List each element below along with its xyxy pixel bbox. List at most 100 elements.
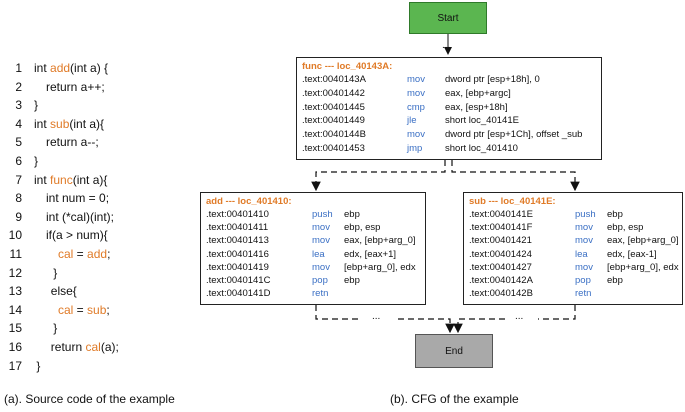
- asm-mnemonic: push: [575, 209, 596, 220]
- code-token: return: [50, 340, 86, 354]
- edge-add-end-tail: [398, 318, 455, 334]
- line-number: 5: [15, 135, 22, 150]
- ellipsis-sub: ...: [515, 311, 524, 322]
- highlighted-identifier: add: [50, 61, 71, 75]
- asm-row: .text:00401419 mov [ebp+arg_0], edx: [206, 262, 422, 274]
- code-token: int: [34, 172, 51, 187]
- asm-mnemonic: mov: [312, 261, 330, 273]
- asm-mnemonic: lea: [312, 248, 325, 260]
- asm-address: .text:0040142B: [469, 288, 533, 300]
- asm-mnemonic: mov: [575, 222, 593, 234]
- asm-row: .text:00401421 mov eax, [ebp+arg_0]: [469, 235, 679, 247]
- code-text: cal = sub;: [58, 302, 110, 318]
- edge-sub-end-tail: [453, 318, 505, 334]
- code-token: }: [34, 98, 39, 113]
- asm-operand: short loc_401410: [445, 143, 518, 154]
- asm-mnemonic: mov: [312, 222, 330, 234]
- asm-address: .text:0040141E: [469, 209, 533, 220]
- asm-mnemonic: pop: [575, 275, 591, 286]
- code-text: else{: [51, 283, 77, 299]
- code-token: return a--;: [46, 135, 99, 150]
- code-text: int func(int a){: [34, 172, 107, 188]
- asm-mnemonic: lea: [575, 248, 588, 260]
- asm-operand: edx, [eax+1]: [344, 248, 397, 260]
- code-token: }: [34, 154, 39, 168]
- asm-operand: eax, [esp+18h]: [445, 101, 508, 113]
- asm-mnemonic: mov: [575, 235, 593, 247]
- code-text: }: [36, 358, 40, 374]
- asm-mnemonic: retn: [575, 288, 592, 300]
- asm-row: .text:0040142B retn: [469, 288, 679, 300]
- ellipsis-add: ...: [372, 311, 381, 322]
- highlighted-identifier: sub: [87, 302, 107, 317]
- code-text: }: [34, 97, 38, 113]
- highlighted-identifier: cal: [58, 247, 74, 261]
- asm-mnemonic: retn: [312, 288, 329, 300]
- code-text: int add(int a) {: [34, 60, 108, 76]
- asm-address: .text:0040141F: [469, 222, 533, 234]
- highlighted-identifier: func: [50, 172, 73, 187]
- asm-row: .text:0040141D retn: [206, 288, 422, 300]
- line-number: 16: [8, 340, 22, 354]
- line-number: 2: [15, 79, 22, 94]
- asm-operand: eax, [ebp+arg_0]: [607, 235, 679, 247]
- asm-operand: [ebp+arg_0], edx: [344, 261, 416, 273]
- func-block-title: func --- loc_40143A:: [302, 61, 393, 72]
- highlighted-identifier: cal: [85, 340, 101, 354]
- code-token: ;: [107, 247, 111, 261]
- line-number: 13: [8, 284, 22, 299]
- code-token: int (*cal)(int);: [46, 209, 115, 224]
- asm-address: .text:0040143A: [302, 74, 366, 85]
- highlighted-identifier: cal: [58, 302, 74, 317]
- asm-mnemonic: mov: [407, 129, 425, 141]
- asm-mnemonic: jle: [407, 115, 417, 127]
- asm-address: .text:00401419: [206, 261, 269, 273]
- line-number: 17: [8, 358, 22, 373]
- line-number: 9: [15, 209, 22, 224]
- code-text: if(a > num){: [46, 227, 108, 243]
- code-token: int: [34, 116, 51, 131]
- asm-mnemonic: cmp: [407, 101, 425, 113]
- start-node: Start: [409, 2, 487, 34]
- asm-address: .text:0040142A: [469, 275, 533, 286]
- asm-operand: [ebp+arg_0], edx: [607, 261, 679, 273]
- ellipsis-start: ...: [442, 40, 451, 51]
- asm-address: .text:00401421: [469, 235, 532, 247]
- end-node: End: [415, 334, 493, 368]
- line-number: 11: [9, 247, 22, 261]
- asm-mnemonic: jmp: [407, 143, 423, 154]
- code-text: }: [34, 153, 38, 169]
- edge-func-sub: [451, 160, 580, 192]
- asm-operand: eax, [ebp+argc]: [445, 87, 511, 99]
- asm-address: .text:00401411: [206, 222, 269, 234]
- asm-address: .text:00401449: [302, 115, 365, 127]
- line-number: 7: [15, 172, 22, 187]
- asm-mnemonic: mov: [407, 74, 425, 85]
- code-token: int num = 0;: [46, 191, 110, 206]
- line-number: 1: [15, 61, 22, 75]
- code-text: }: [53, 320, 57, 336]
- line-number: 10: [8, 228, 22, 243]
- line-number: 12: [8, 265, 22, 280]
- code-token: (int a){: [69, 116, 105, 131]
- asm-operand: ebp: [344, 209, 360, 220]
- asm-address: .text:0040141D: [206, 288, 271, 300]
- highlighted-identifier: add: [87, 247, 108, 261]
- asm-address: .text:0040141C: [206, 275, 271, 286]
- asm-address: .text:0040144B: [302, 129, 366, 141]
- code-token: else{: [50, 284, 77, 299]
- asm-address: .text:00401453: [302, 143, 365, 154]
- code-token: (int a){: [72, 172, 108, 187]
- sub-block-title: sub --- loc_40141E:: [469, 196, 556, 207]
- code-text: int sub(int a){: [34, 116, 104, 132]
- asm-row: .text:00401453 jmp short loc_401410: [302, 143, 598, 155]
